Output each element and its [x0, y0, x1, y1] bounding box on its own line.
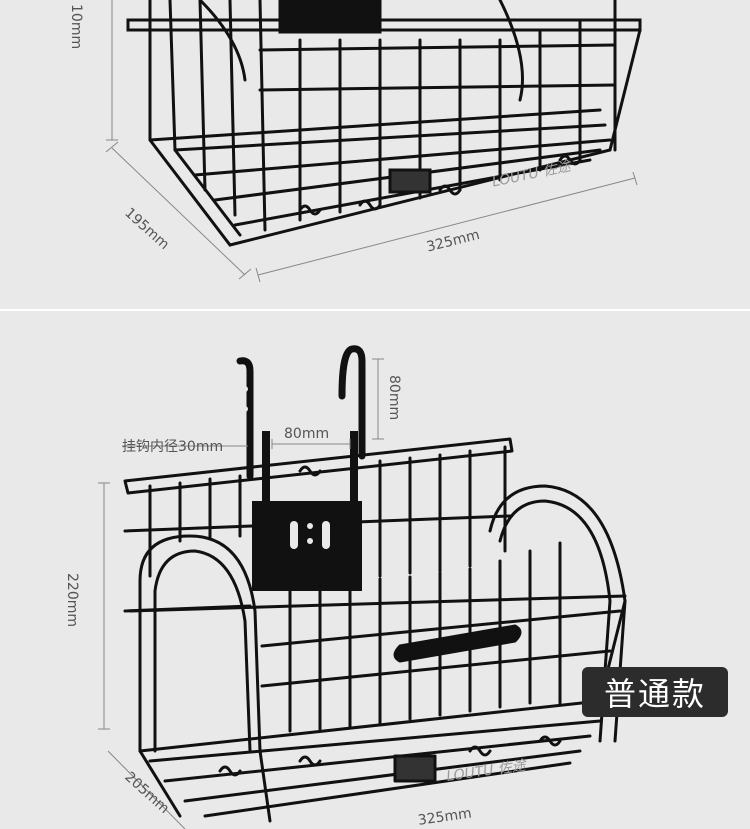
top-basket-illustration: [105, 0, 642, 283]
top-height-label: 10mm: [68, 4, 84, 50]
bottom-product-view: 普通款 80mm 80mm 挂钩内径30mm 220mm 205mm 325mm…: [0, 311, 750, 829]
hook-spacing-label: 80mm: [284, 426, 330, 442]
panel-divider: [0, 309, 750, 312]
bottom-height-label: 220mm: [64, 573, 80, 627]
standard-model-badge: 普通款: [582, 667, 728, 717]
bottom-basket-illustration: [98, 345, 627, 829]
hook-height-label: 80mm: [386, 375, 402, 421]
hook-inner-diameter-label: 挂钩内径30mm: [122, 439, 224, 455]
top-product-view: 10mm 195mm 325mm LOUTU 佐途: [0, 0, 750, 311]
